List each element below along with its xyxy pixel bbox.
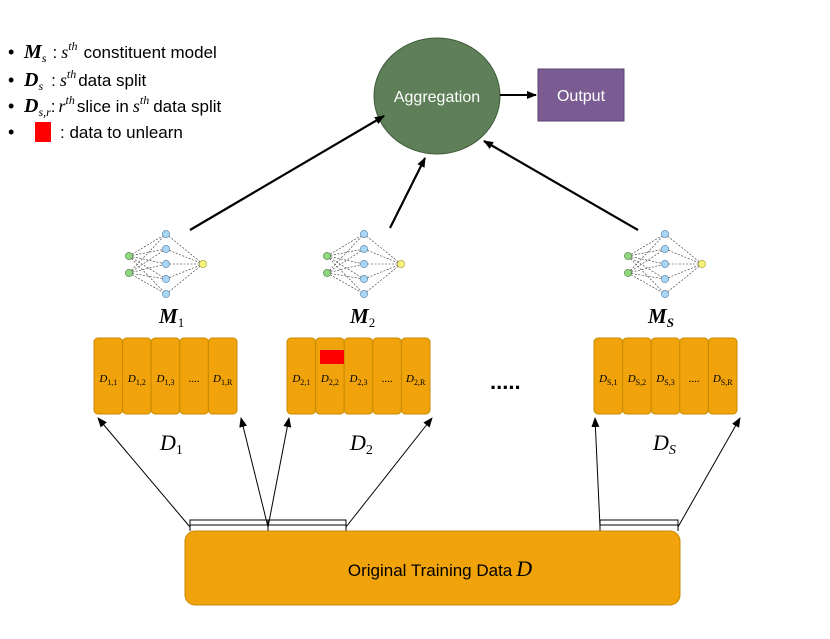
hidden-node-icon xyxy=(162,290,170,298)
hidden-node-icon xyxy=(360,290,368,298)
arrow-model-2-to-aggregation xyxy=(389,157,426,229)
slice-label: DS,R xyxy=(712,373,733,387)
slice-label: D1,R xyxy=(212,373,233,387)
legend-bullet: • xyxy=(8,122,14,142)
legend-split-text: data split xyxy=(78,71,146,90)
legend-model-text: constituent model xyxy=(84,43,217,62)
arrow-train-to-split-1-left xyxy=(97,417,191,528)
slice-label: D2,3 xyxy=(349,373,368,387)
legend-bullet: • xyxy=(8,70,14,90)
hidden-node-icon xyxy=(360,230,368,238)
slice-label: .... xyxy=(189,373,200,385)
original-training-data-block xyxy=(184,530,681,606)
splits-ellipsis: ..... xyxy=(490,369,521,394)
input-node-icon xyxy=(624,269,632,277)
hidden-node-icon xyxy=(162,275,170,283)
hidden-node-icon xyxy=(661,260,669,268)
input-node-icon xyxy=(323,252,331,260)
arrow-train-to-split-2-left xyxy=(267,417,292,528)
input-node-icon xyxy=(125,252,133,260)
slice-label: D1,2 xyxy=(127,373,146,387)
input-node-icon xyxy=(323,269,331,277)
split-label-2: D2 xyxy=(349,430,373,458)
data-slice xyxy=(93,337,124,415)
slice-label: D1,1 xyxy=(98,373,117,387)
input-node-icon xyxy=(624,252,632,260)
hidden-node-icon xyxy=(360,245,368,253)
output-node-icon xyxy=(397,260,405,268)
model-symbol: M xyxy=(23,41,43,63)
legend-slice-text: data split xyxy=(153,97,221,116)
output-node xyxy=(537,68,625,122)
split-brackets xyxy=(189,519,679,531)
legend-unlearn-text: : data to unlearn xyxy=(60,123,183,142)
split-label-s: DS xyxy=(652,430,676,458)
data-split-2: D2,1 D2,2 D2,3.... D2,R xyxy=(286,337,431,415)
data-split-s: DS,1 DS,2 DS,3.... DS,R xyxy=(593,337,738,415)
hidden-node-icon xyxy=(661,230,669,238)
output-node-icon xyxy=(698,260,706,268)
data-slice xyxy=(707,337,738,415)
slice-symbol: D xyxy=(23,95,38,117)
hidden-node-icon xyxy=(360,275,368,283)
split-symbol: D xyxy=(23,69,38,91)
slice-label: DS,3 xyxy=(655,373,674,387)
unlearn-marker xyxy=(320,350,344,364)
neural-network-icon xyxy=(624,230,706,298)
legend-bullet: • xyxy=(8,42,14,62)
slice-label: .... xyxy=(382,373,393,385)
data-split-1: D1,1 D1,2 D1,3.... D1,R xyxy=(93,337,238,415)
slice-label: D2,1 xyxy=(291,373,310,387)
model-label-1: M1 xyxy=(158,304,184,330)
arrow-model-1-to-aggregation xyxy=(189,115,385,231)
arrow-train-to-split-2-right xyxy=(345,417,433,528)
input-node-icon xyxy=(125,269,133,277)
output-node-icon xyxy=(199,260,207,268)
neural-network-icon xyxy=(323,230,405,298)
slice-label: D1,3 xyxy=(156,373,175,387)
slice-label: DS,1 xyxy=(598,373,617,387)
split-label-1: D1 xyxy=(159,430,183,458)
hidden-node-icon xyxy=(162,260,170,268)
slice-label: .... xyxy=(689,373,700,385)
slice-label: D2,R xyxy=(405,373,426,387)
data-slice xyxy=(207,337,238,415)
hidden-node-icon xyxy=(661,290,669,298)
neural-network-icon xyxy=(125,230,207,298)
data-slice xyxy=(286,337,317,415)
hidden-node-icon xyxy=(661,275,669,283)
data-slice xyxy=(315,337,345,415)
hidden-node-icon xyxy=(162,230,170,238)
hidden-node-icon xyxy=(661,245,669,253)
arrow-model-s-to-aggregation xyxy=(483,140,639,231)
hidden-node-icon xyxy=(360,260,368,268)
hidden-node-icon xyxy=(162,245,170,253)
data-slice xyxy=(343,337,374,415)
slice-label: D2,2 xyxy=(320,373,339,387)
unlearn-swatch xyxy=(35,122,51,142)
aggregation-label: Aggregation xyxy=(394,89,480,106)
data-slice xyxy=(122,337,152,415)
legend-bullet: • xyxy=(8,96,14,116)
arrow-train-to-split-1-right xyxy=(239,417,269,528)
data-slice xyxy=(150,337,181,415)
slice-label: DS,2 xyxy=(627,373,646,387)
model-label-2: M2 xyxy=(349,304,375,330)
data-slice xyxy=(400,337,431,415)
arrow-train-to-split-s-right xyxy=(677,417,741,528)
model-label-s: MS xyxy=(647,304,674,330)
legend-item-unlearn: • : data to unlearn xyxy=(8,122,183,142)
arrow-train-to-split-s-left xyxy=(591,417,601,528)
output-label: Output xyxy=(557,88,606,105)
